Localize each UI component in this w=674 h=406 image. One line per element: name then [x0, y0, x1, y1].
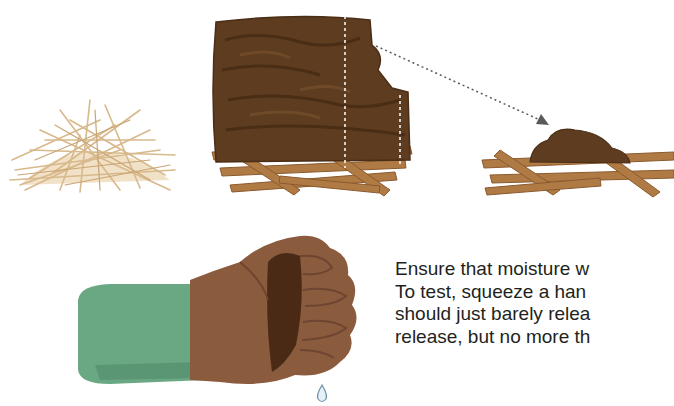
- compost-block: [213, 10, 410, 168]
- squeezing-hand: [190, 236, 357, 384]
- sleeve: [78, 284, 205, 384]
- instruction-line: To test, squeeze a han: [395, 281, 586, 303]
- straw-pile: [10, 100, 175, 192]
- water-drop: [318, 385, 327, 402]
- sleeve-shade: [95, 362, 200, 380]
- dotted-arrow: [376, 46, 549, 125]
- compost-pile: [530, 129, 630, 163]
- instruction-line: release, but no more th: [395, 326, 590, 348]
- instruction-line: Ensure that moisture w: [395, 258, 589, 280]
- instruction-line: should just barely relea: [395, 303, 590, 325]
